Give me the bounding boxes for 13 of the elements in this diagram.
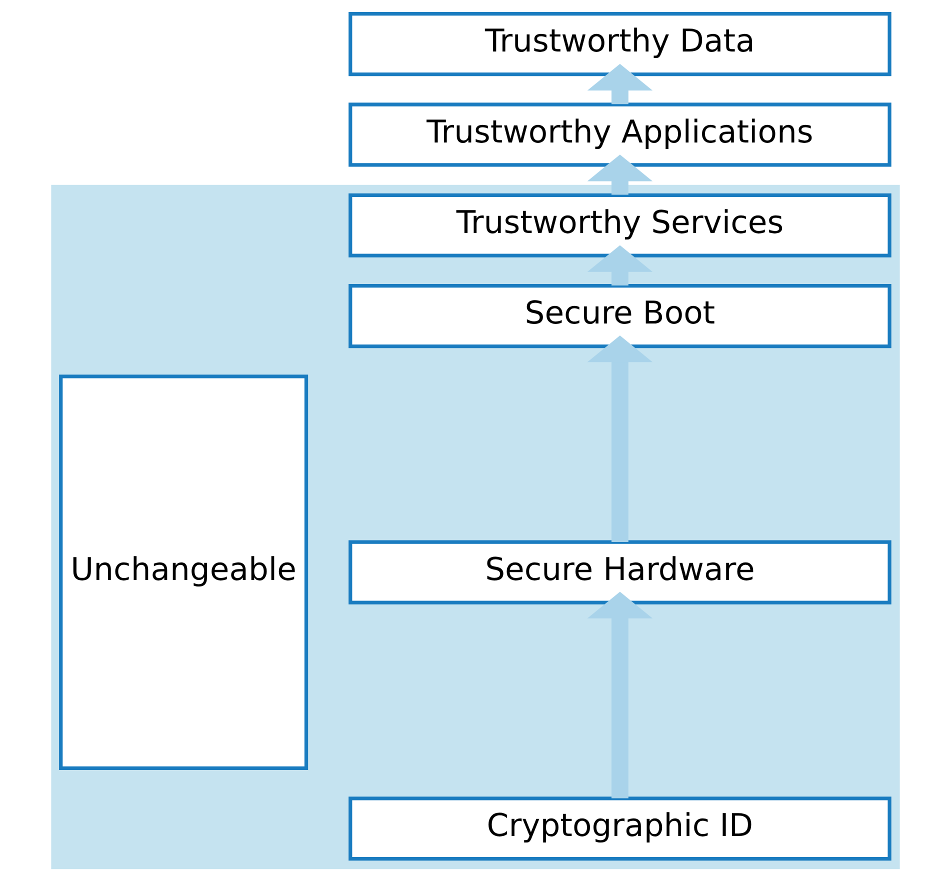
arrow (587, 63, 653, 104)
node-box: Trustworthy Applications (348, 102, 892, 166)
node-box: Cryptographic ID (348, 796, 892, 860)
node-box: Unchangeable (59, 374, 308, 770)
node-box: Secure Hardware (348, 540, 892, 604)
arrow (587, 244, 653, 285)
node-box: Secure Boot (348, 284, 892, 348)
node-box: Trustworthy Services (348, 192, 892, 257)
arrow (587, 335, 653, 542)
arrow (587, 591, 653, 798)
node-box: Trustworthy Data (348, 12, 892, 76)
arrow (587, 154, 653, 194)
cluster (51, 184, 900, 869)
